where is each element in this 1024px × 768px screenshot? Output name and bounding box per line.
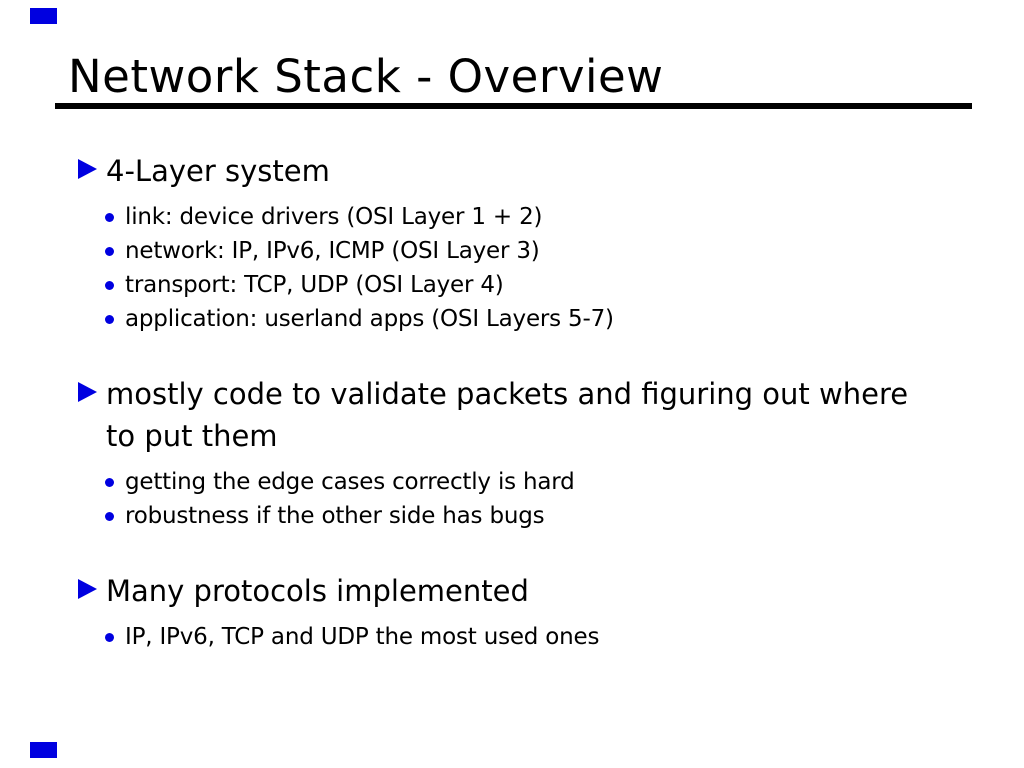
bullet-list: getting the edge cases correctly is hard… — [78, 465, 958, 533]
section-heading: 4-Layer system — [106, 154, 330, 188]
section-heading-row: mostly code to validate packets and figu… — [78, 373, 958, 457]
section-heading: mostly code to validate packets and figu… — [106, 377, 909, 453]
section-validate-packets: mostly code to validate packets and figu… — [78, 373, 958, 533]
section-heading-row: Many protocols implemented — [78, 570, 958, 612]
bottom-left-corner-mark — [30, 742, 57, 758]
triangle-bullet-icon — [78, 579, 97, 599]
triangle-bullet-icon — [78, 382, 97, 402]
list-item: IP, IPv6, TCP and UDP the most used ones — [78, 620, 958, 654]
page-title: Network Stack - Overview — [68, 50, 664, 103]
bullet-list: IP, IPv6, TCP and UDP the most used ones — [78, 620, 958, 654]
section-4-layer-system: 4-Layer system link: device drivers (OSI… — [78, 150, 958, 336]
title-underline — [55, 103, 972, 109]
list-item: robustness if the other side has bugs — [78, 499, 958, 533]
list-item: transport: TCP, UDP (OSI Layer 4) — [78, 268, 958, 302]
section-heading: Many protocols implemented — [106, 574, 529, 608]
list-item: getting the edge cases correctly is hard — [78, 465, 958, 499]
section-heading-row: 4-Layer system — [78, 150, 958, 192]
section-many-protocols: Many protocols implemented IP, IPv6, TCP… — [78, 570, 958, 654]
list-item: network: IP, IPv6, ICMP (OSI Layer 3) — [78, 234, 958, 268]
top-left-corner-mark — [30, 8, 57, 24]
list-item: link: device drivers (OSI Layer 1 + 2) — [78, 200, 958, 234]
list-item: application: userland apps (OSI Layers 5… — [78, 302, 958, 336]
triangle-bullet-icon — [78, 159, 97, 179]
slide-body: 4-Layer system link: device drivers (OSI… — [78, 150, 958, 654]
bullet-list: link: device drivers (OSI Layer 1 + 2) n… — [78, 200, 958, 336]
